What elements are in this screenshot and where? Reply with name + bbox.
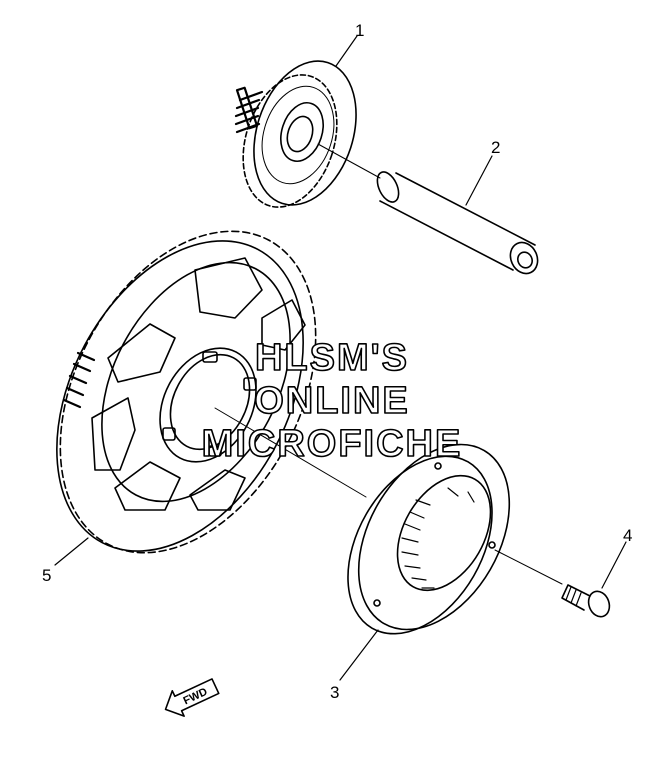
callout-2: 2 xyxy=(491,138,500,157)
callout-4: 4 xyxy=(623,526,632,545)
callout-5: 5 xyxy=(42,566,51,585)
part-3-starter-clutch xyxy=(347,443,511,635)
part-2-idler-shaft xyxy=(317,143,539,275)
watermark-line-2: ONLINE xyxy=(254,380,410,422)
watermark-line-3: MICROFICHE xyxy=(202,423,463,465)
part-4-screw xyxy=(494,549,611,618)
part-1-idler-gear xyxy=(234,60,357,208)
watermark: HLSM'S ONLINE MICROFICHE xyxy=(201,336,463,466)
callout-leaders xyxy=(54,35,627,681)
part-5-starter-wheel-gear xyxy=(56,230,367,554)
callout-1: 1 xyxy=(355,21,364,40)
callout-3: 3 xyxy=(330,683,339,702)
fwd-arrow-icon: FWD xyxy=(164,678,220,717)
watermark-line-1: HLSM'S xyxy=(255,337,409,379)
